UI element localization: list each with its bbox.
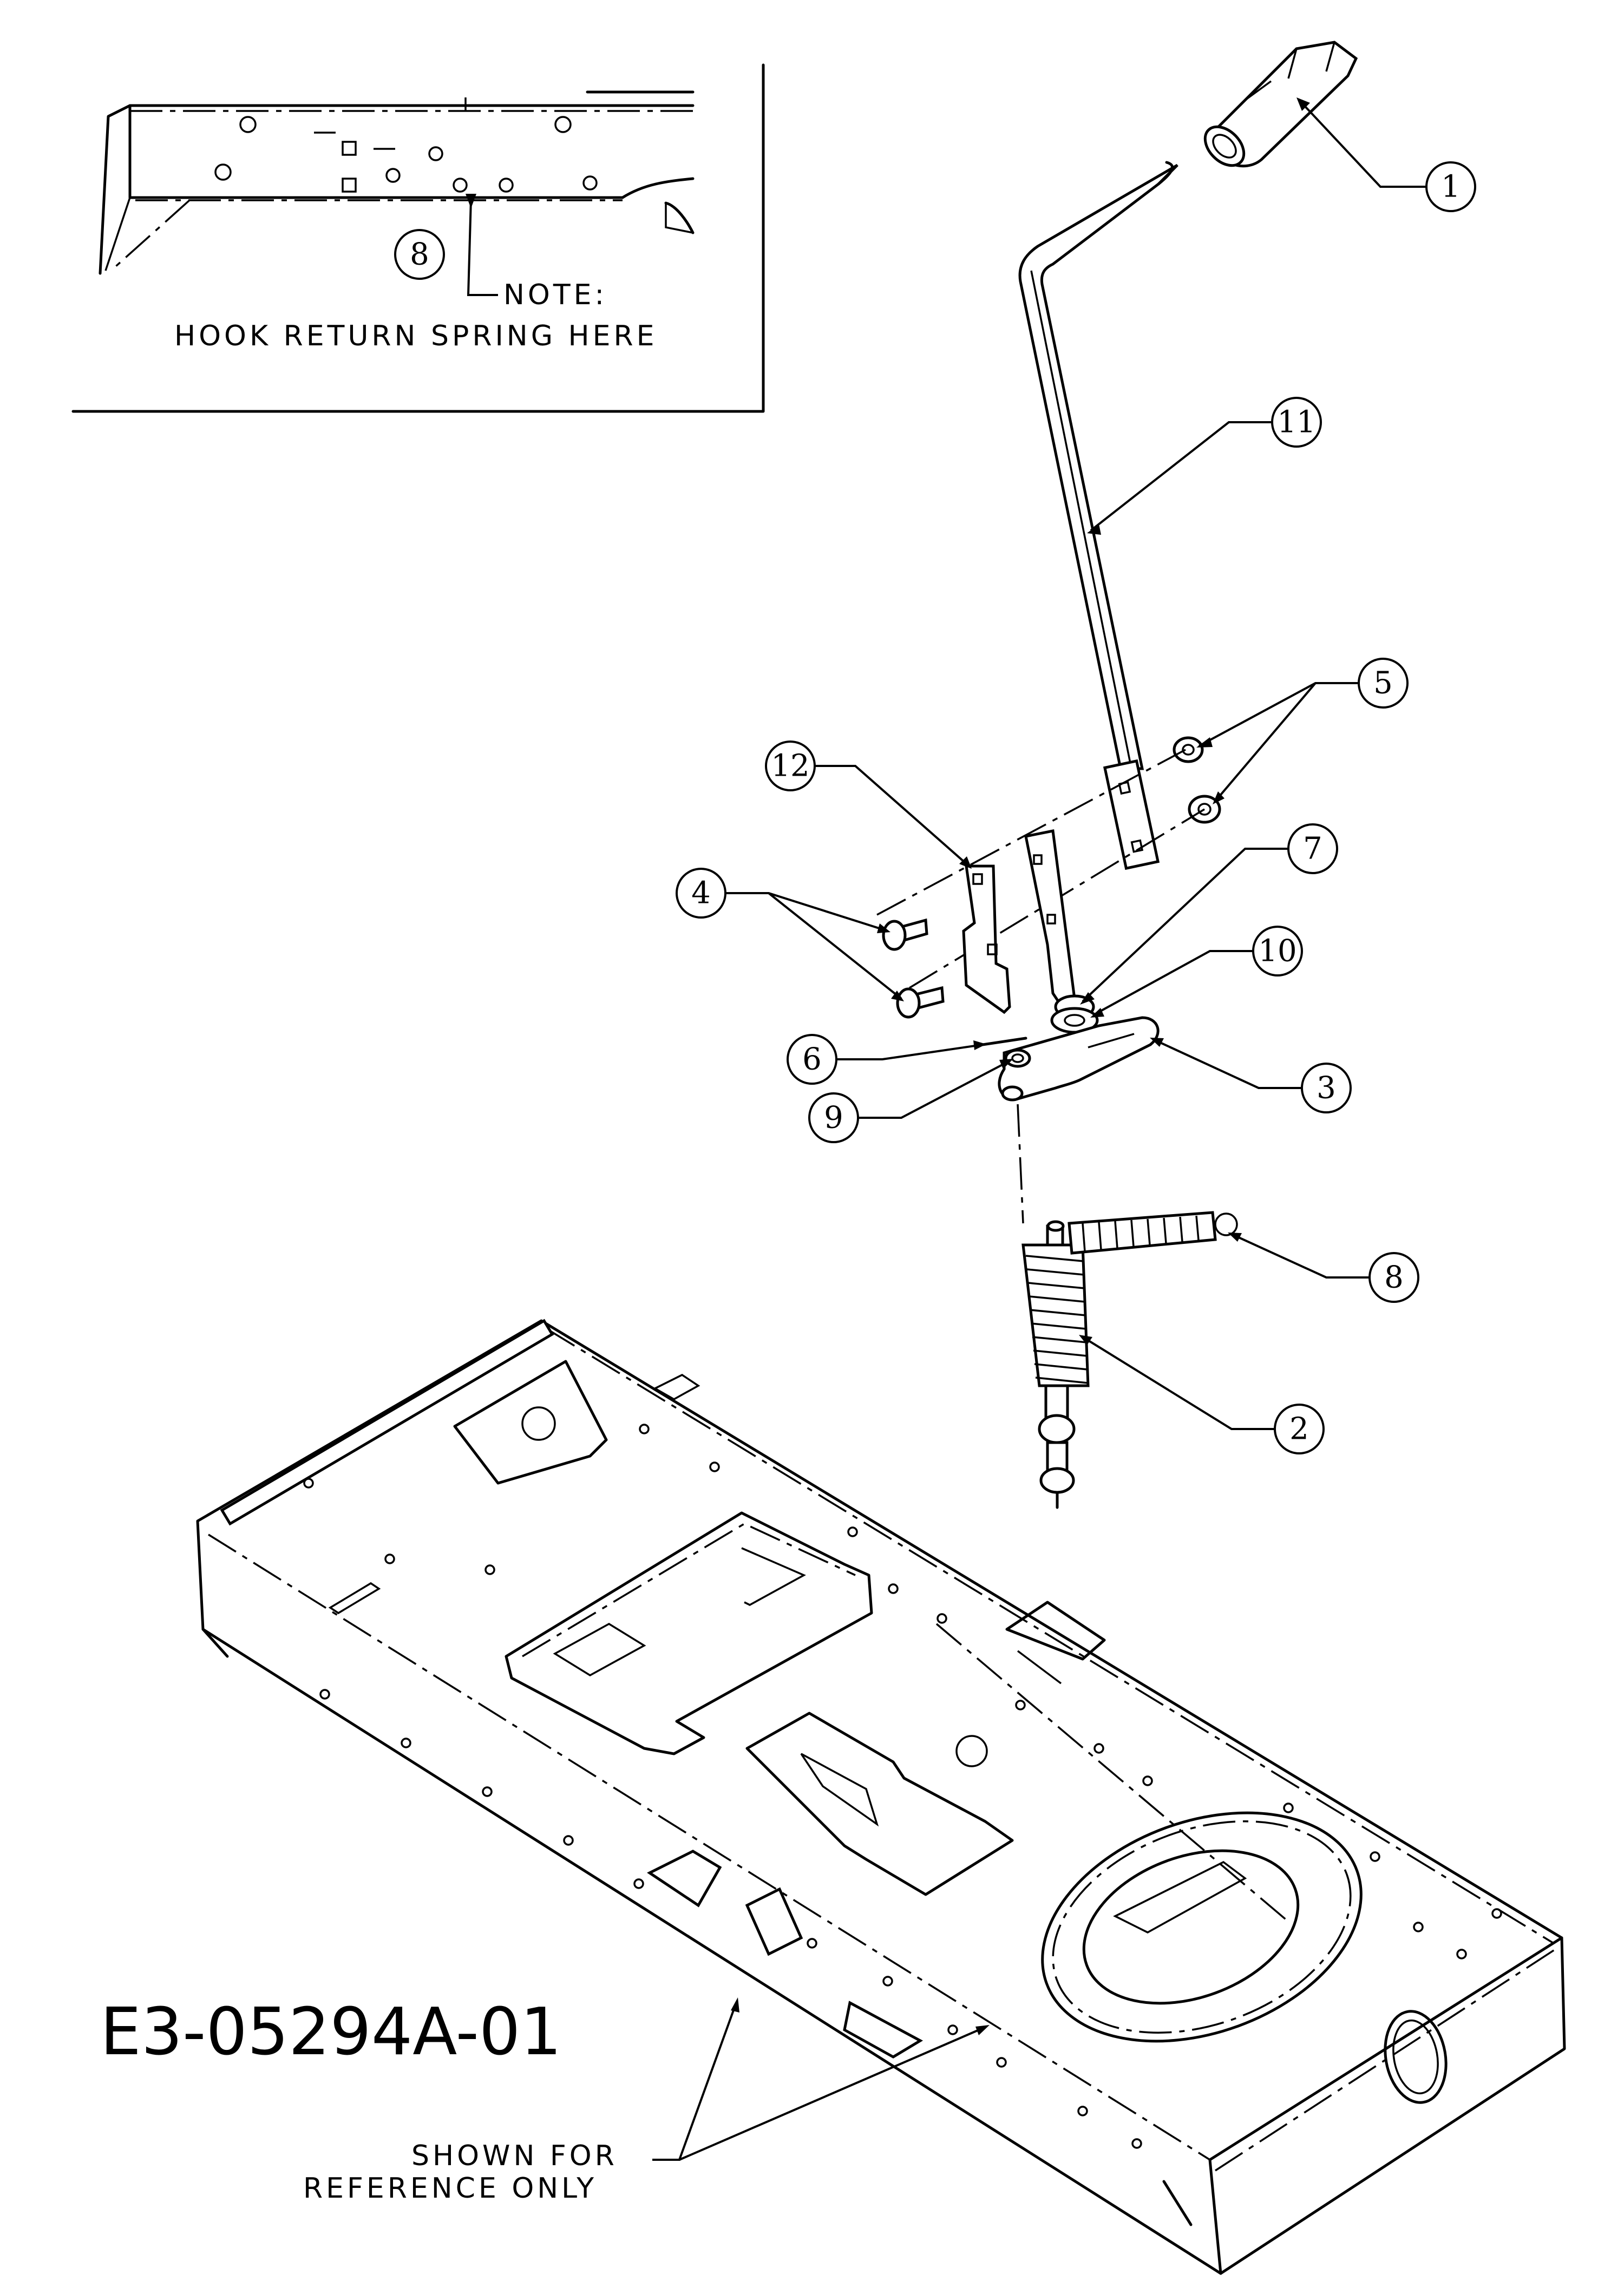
chassis-frame xyxy=(196,1319,1566,2275)
callout-5-circle xyxy=(1358,658,1409,709)
part-nuts xyxy=(1173,736,1221,824)
callout-5-label: 5 xyxy=(1373,666,1393,701)
callout-4-circle xyxy=(676,868,726,919)
diagram-code: E3-05294A-01 xyxy=(100,1995,562,2070)
reference-note-line1: SHOWN FOR xyxy=(411,2140,618,2172)
callout-11-label: 11 xyxy=(1277,405,1315,440)
callout-8-circle xyxy=(1368,1252,1419,1303)
reference-note-line2: REFERENCE ONLY xyxy=(303,2172,597,2205)
callout-9-label: 9 xyxy=(824,1100,843,1136)
callout-8-label: 8 xyxy=(1384,1260,1404,1295)
reference-note: SHOWN FOR REFERENCE ONLY xyxy=(303,1997,990,2205)
callout-3-circle xyxy=(1301,1063,1352,1113)
alignment-line-upper xyxy=(876,749,1186,916)
callout-10-circle xyxy=(1252,926,1303,976)
part-pin xyxy=(981,1037,1027,1046)
part-grip xyxy=(1203,41,1358,168)
part-pivot-shaft xyxy=(1024,829,1099,1034)
inset-note-text: HOOK RETURN SPRING HERE xyxy=(174,320,657,352)
alignment-line-vertical xyxy=(1017,1104,1024,1224)
inset-callout-8-label: 8 xyxy=(410,237,429,272)
part-plate xyxy=(962,864,1011,1014)
part-bracket xyxy=(998,1016,1160,1102)
callout-7-circle xyxy=(1287,823,1338,874)
inset-detail: 8 NOTE: HOOK RETURN SPRING HERE xyxy=(71,63,765,413)
callouts: 1 11 5 12 7 4 10 xyxy=(676,97,1476,1454)
callout-1-label: 1 xyxy=(1441,169,1461,205)
callout-6-label: 6 xyxy=(802,1042,822,1077)
callout-3-label: 3 xyxy=(1317,1071,1336,1106)
callout-1-circle xyxy=(1425,161,1476,212)
callout-12-label: 12 xyxy=(771,749,809,784)
callout-4-label: 4 xyxy=(691,876,711,911)
callout-10-label: 10 xyxy=(1258,934,1296,969)
callout-12-circle xyxy=(765,740,816,791)
inset-callout-8-circle xyxy=(394,229,445,280)
callout-2-label: 2 xyxy=(1289,1412,1309,1447)
callout-11-circle xyxy=(1271,397,1322,448)
part-lever xyxy=(1018,161,1178,870)
part-bolts xyxy=(882,918,945,1019)
callout-7-label: 7 xyxy=(1303,831,1322,867)
part-spring-assembly xyxy=(1021,1211,1238,1509)
callout-6-circle xyxy=(787,1034,837,1085)
callout-9-circle xyxy=(808,1092,859,1143)
callout-2-circle xyxy=(1274,1404,1325,1454)
inset-note-label: NOTE: xyxy=(503,279,607,311)
